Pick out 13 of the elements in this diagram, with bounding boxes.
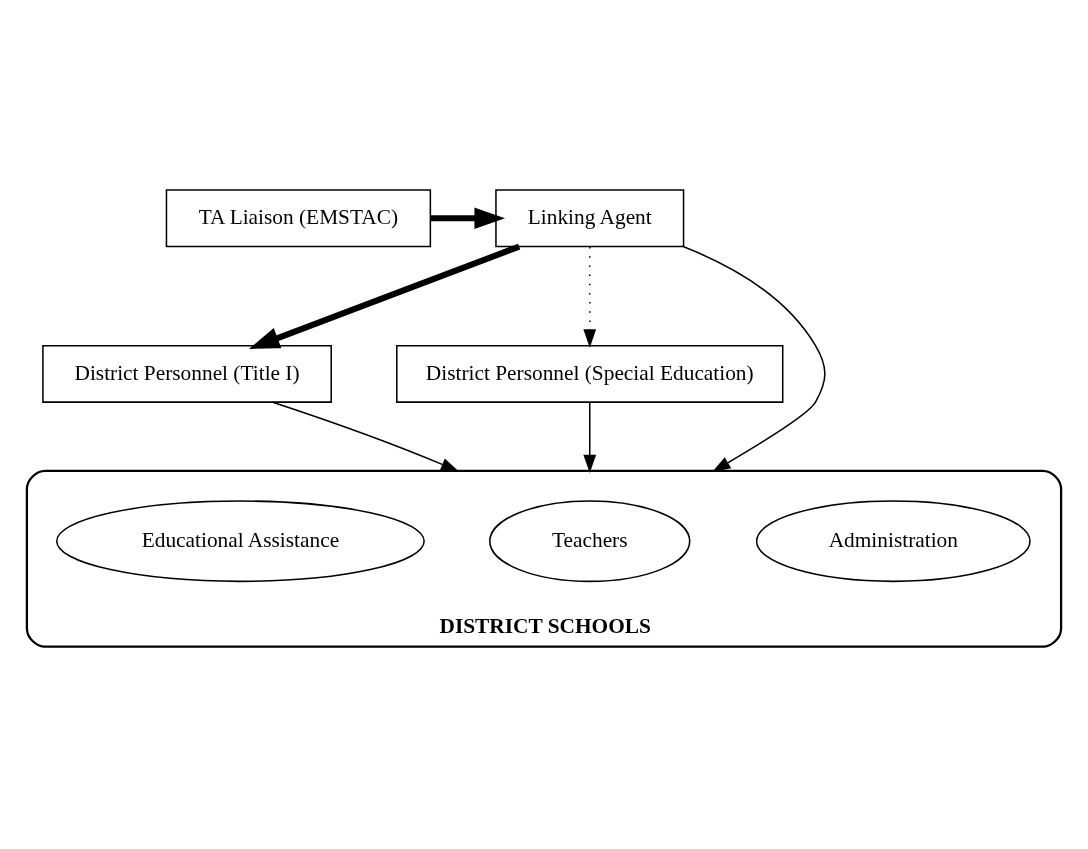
arrow [583, 401, 597, 474]
arrow [430, 207, 505, 230]
node-ellipse: Teachers [489, 500, 691, 583]
node-box: TA Liaison (EMSTAC) [165, 189, 432, 248]
arrow [682, 246, 826, 472]
node-ellipse: Educational Assistance [56, 500, 425, 583]
node-ellipse: Administration [755, 500, 1031, 583]
node-box: District Personnel (Special Education) [396, 344, 784, 403]
arrow [272, 401, 460, 472]
node-box: District Personnel (Title I) [42, 344, 332, 403]
node-box: Linking Agent [495, 189, 685, 248]
arrow [583, 246, 597, 348]
arrow [248, 243, 521, 349]
